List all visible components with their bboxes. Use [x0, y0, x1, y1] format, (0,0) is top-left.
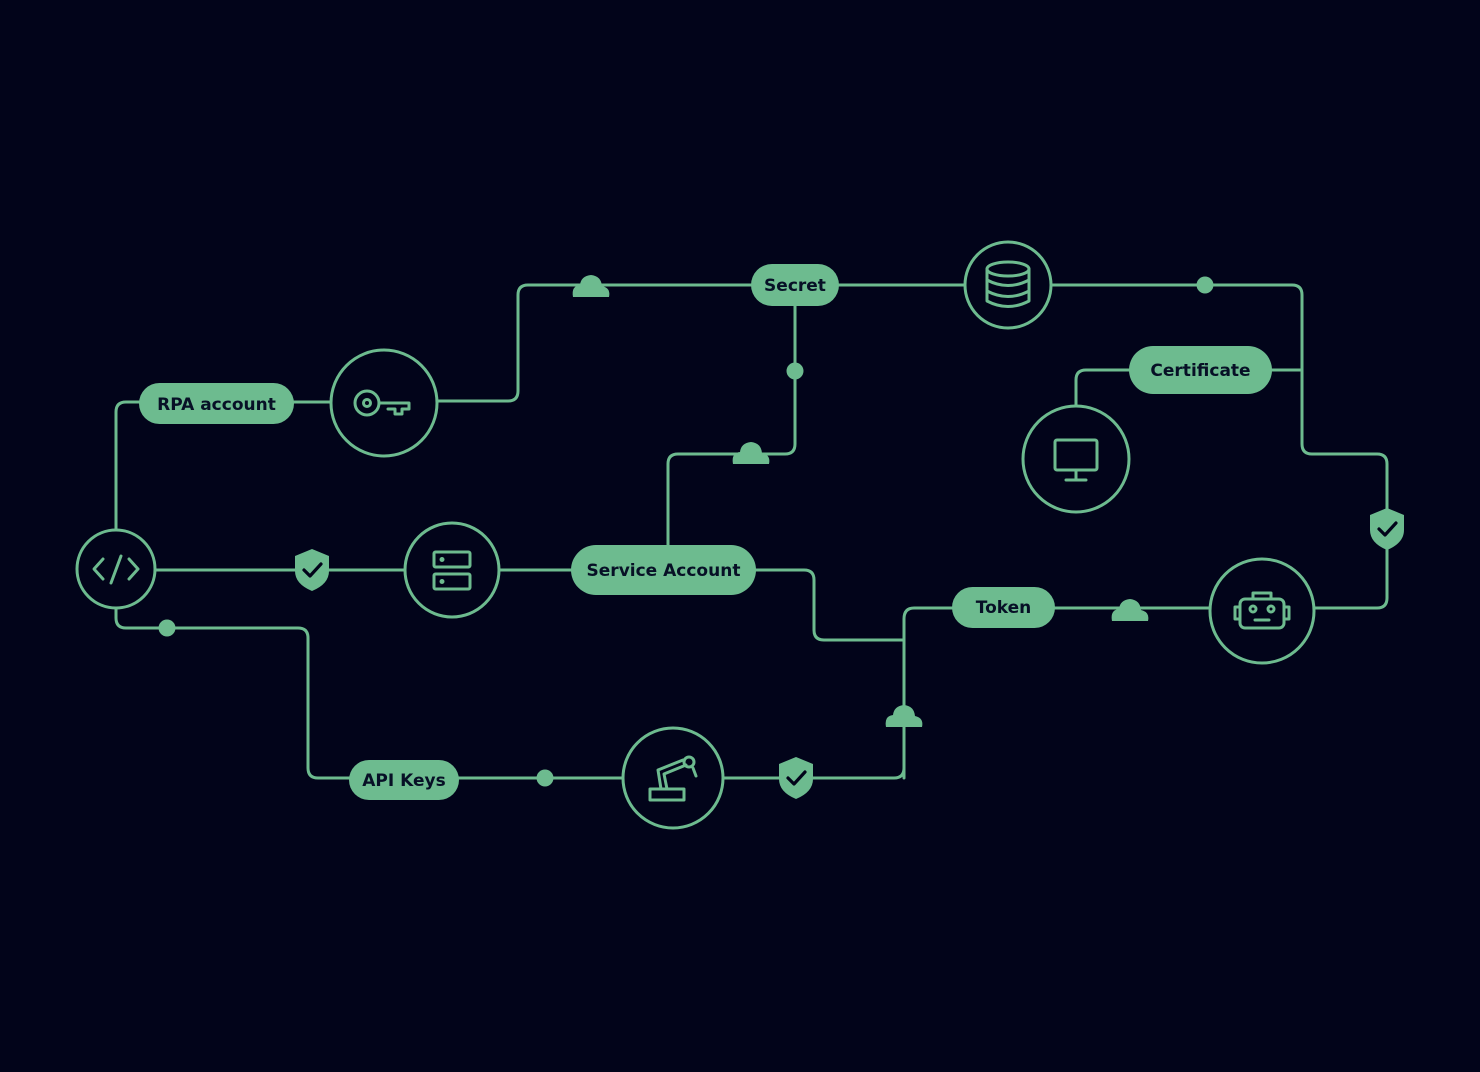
database-node[interactable]	[963, 240, 1053, 330]
label-rpa-account-text: RPA account	[157, 395, 276, 415]
cloud-icon	[572, 275, 610, 297]
shield-check-icon	[295, 549, 329, 591]
dot-icon	[786, 362, 804, 380]
shield-check-icon	[779, 757, 813, 799]
robot-arm-node[interactable]	[621, 726, 725, 830]
label-service-account[interactable]: Service Account	[571, 545, 756, 595]
code-icon	[92, 554, 140, 585]
label-rpa-account[interactable]: RPA account	[139, 383, 294, 424]
cloud-icon	[732, 442, 770, 464]
server-node[interactable]	[403, 521, 501, 619]
label-certificate[interactable]: Certificate	[1129, 346, 1272, 394]
label-secret[interactable]: Secret	[751, 264, 839, 306]
label-token-text: Token	[976, 598, 1032, 618]
server-icon	[432, 550, 472, 591]
label-api-keys-text: API Keys	[362, 771, 445, 791]
monitor-icon	[1053, 438, 1099, 482]
shield-markers	[295, 508, 1404, 799]
robot-arm-icon	[648, 755, 698, 802]
monitor-node[interactable]	[1021, 404, 1131, 514]
database-icon	[985, 260, 1031, 308]
key-node[interactable]	[329, 348, 439, 458]
key-icon	[353, 389, 411, 417]
label-api-keys[interactable]: API Keys	[349, 760, 459, 800]
cloud-icon	[885, 705, 923, 727]
code-node[interactable]	[75, 528, 157, 610]
label-token[interactable]: Token	[952, 587, 1055, 628]
cloud-icon	[1111, 599, 1149, 621]
label-secret-text: Secret	[764, 276, 826, 296]
label-certificate-text: Certificate	[1150, 361, 1250, 381]
dot-icon	[1196, 276, 1214, 294]
robot-icon	[1233, 591, 1291, 630]
connector-dots	[158, 276, 1214, 787]
dot-icon	[536, 769, 554, 787]
cloud-markers	[572, 275, 1149, 727]
shield-check-icon	[1370, 508, 1404, 550]
dot-icon	[158, 619, 176, 637]
label-service-account-text: Service Account	[587, 561, 741, 581]
robot-node[interactable]	[1208, 557, 1316, 665]
